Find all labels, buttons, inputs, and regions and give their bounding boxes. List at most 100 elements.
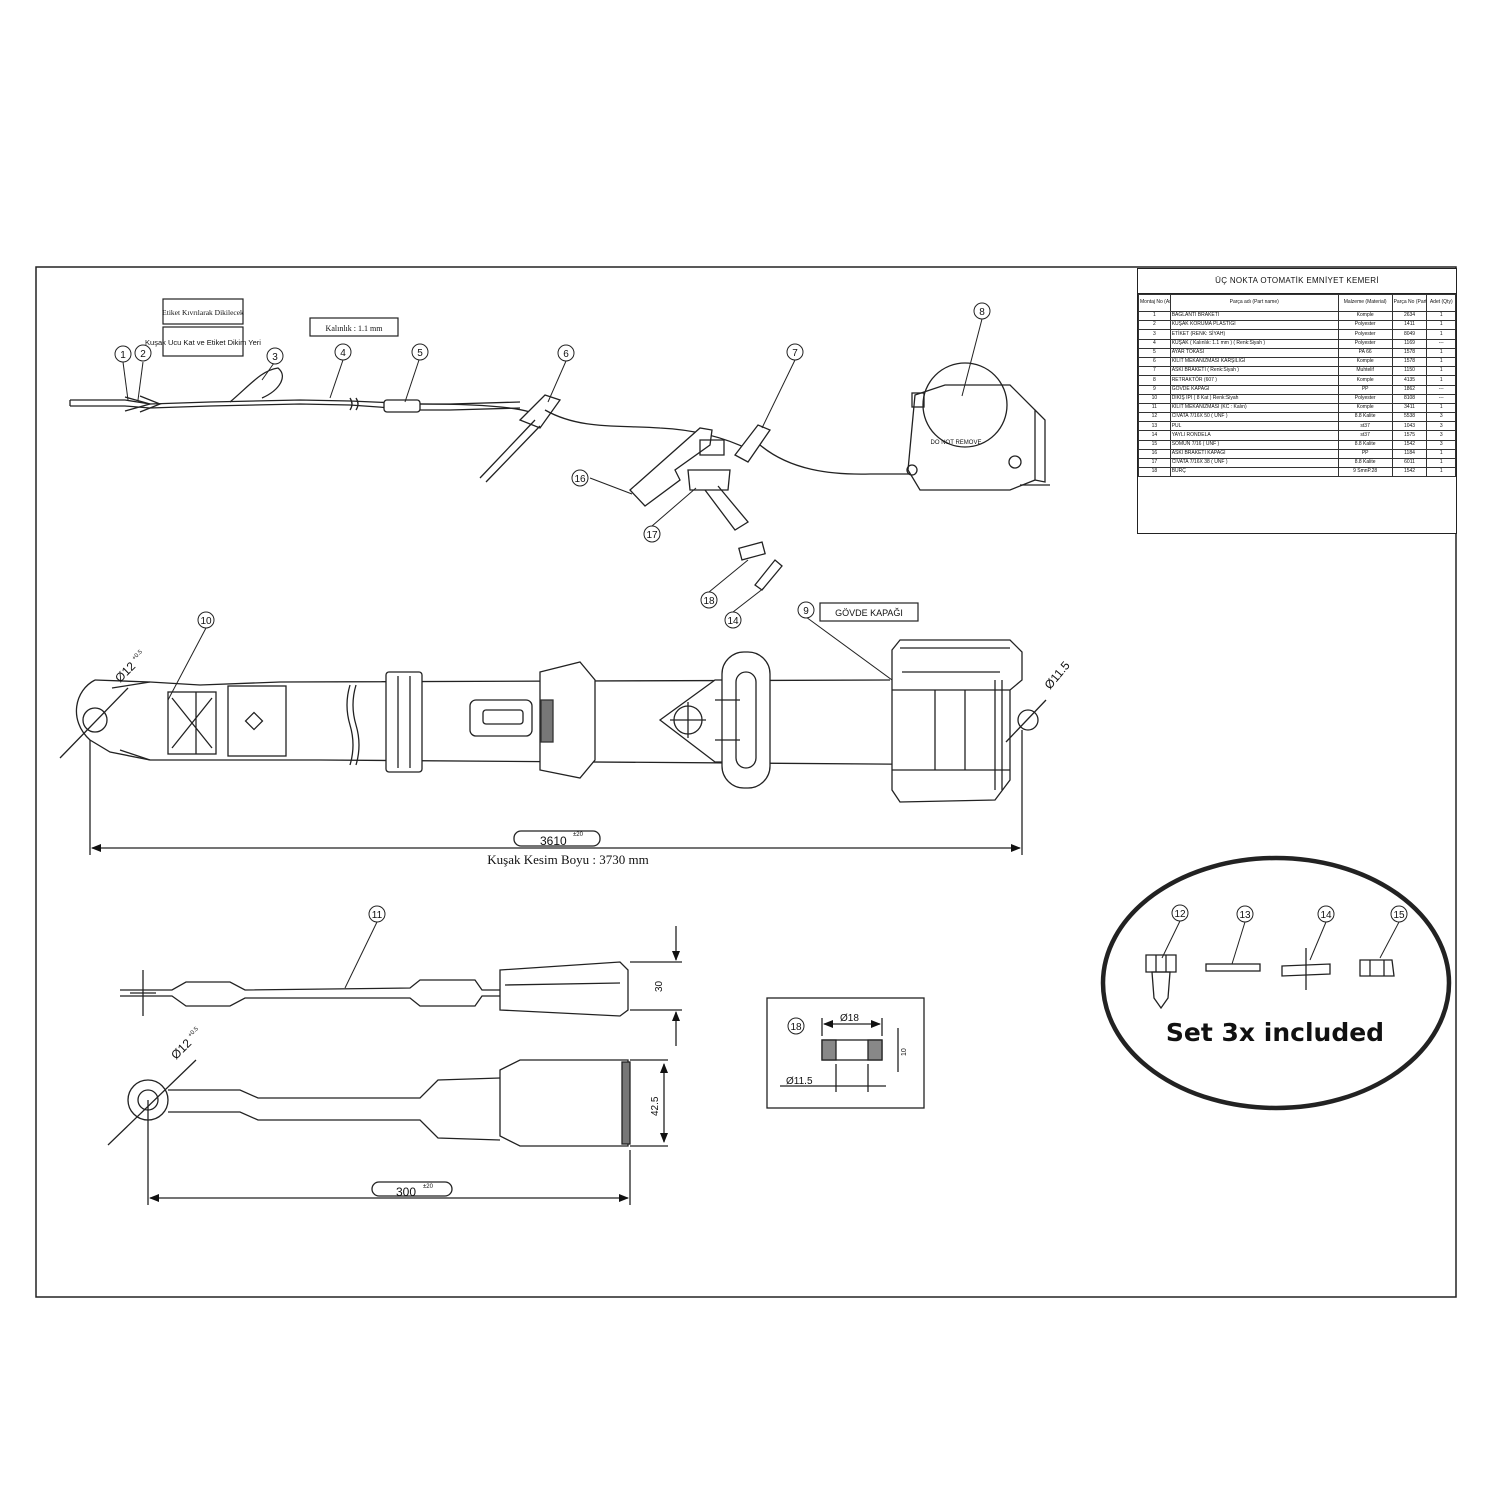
table-cell: 18 bbox=[1138, 467, 1171, 478]
table-cell: Komple bbox=[1337, 310, 1393, 322]
table-cell: 5538 bbox=[1391, 412, 1428, 423]
bom-title: ÜÇ NOKTA OTOMATİK EMNİYET KEMERİ bbox=[1138, 269, 1456, 294]
table-cell: 2634 bbox=[1391, 310, 1428, 322]
upper-webbing-assembly bbox=[69, 367, 921, 591]
table-cell: PP bbox=[1337, 448, 1393, 460]
table-cell: 2 bbox=[1138, 320, 1171, 331]
drawing-frame bbox=[35, 266, 1457, 1298]
table-cell: 1542 bbox=[1391, 439, 1428, 450]
table-cell: 14 bbox=[1138, 430, 1171, 441]
balloon-18: 18 bbox=[700, 591, 718, 609]
table-cell: 1 bbox=[1426, 457, 1456, 469]
dim-hole-left-tol: +0.5 bbox=[131, 649, 144, 662]
table-cell: 15 bbox=[1138, 439, 1171, 450]
hardware-set-callout bbox=[1100, 855, 1452, 1111]
svg-text:8: 8 bbox=[979, 307, 985, 318]
svg-text:6: 6 bbox=[563, 349, 569, 360]
table-cell: Polyester bbox=[1337, 320, 1393, 331]
balloon-16: 16 bbox=[571, 469, 589, 487]
dim-buckle-hole-tol: +0.5 bbox=[187, 1026, 200, 1039]
table-cell: st37 bbox=[1337, 430, 1393, 441]
bom-table: Montaj No (Ass.No.) Parça adı (Part name… bbox=[1138, 294, 1456, 478]
table-cell: PA 66 bbox=[1337, 347, 1393, 358]
table-cell: RETRAKTÖR (607 ) bbox=[1169, 375, 1339, 386]
balloon-17: 17 bbox=[643, 525, 661, 543]
table-cell: 1578 bbox=[1391, 356, 1428, 368]
note-cover: GÖVDE KAPAĞI bbox=[835, 608, 903, 618]
table-cell: 1150 bbox=[1391, 366, 1428, 377]
svg-text:16: 16 bbox=[574, 474, 586, 485]
table-cell: 9 SmnP.28 bbox=[1337, 467, 1393, 478]
table-cell: 1 bbox=[1426, 402, 1456, 414]
table-cell: 8.8 Kalite bbox=[1337, 457, 1393, 469]
table-cell: 8049 bbox=[1391, 329, 1428, 340]
table-cell: CIVATA 7/16X 38 ( UNF ) bbox=[1169, 457, 1339, 469]
dim-buckle-width: 42.5 bbox=[650, 1096, 661, 1116]
table-cell: 1 bbox=[1426, 467, 1456, 478]
table-cell: --- bbox=[1426, 338, 1456, 349]
dim-buckle-hole: Ø12 bbox=[168, 1036, 194, 1062]
table-cell: 13 bbox=[1138, 421, 1171, 432]
table-cell: 1 bbox=[1138, 310, 1171, 322]
table-cell: ASKI BRAKETİ KAPAĞI bbox=[1169, 448, 1339, 460]
note-webbing-end: Kuşak Ucu Kat ve Etiket Dikim Yeri bbox=[145, 338, 261, 347]
table-cell: KİLİT MEKANİZMASI (KC : Kalın) bbox=[1169, 402, 1339, 414]
notes: Etiket Kıvrılarak Dikilecek Kuşak Ucu Ka… bbox=[145, 308, 981, 867]
balloon-9: 9 bbox=[797, 601, 815, 619]
table-cell: 5 bbox=[1138, 347, 1171, 358]
bom-header-no: Montaj No (Ass.No.) bbox=[1138, 294, 1171, 312]
table-cell: SOMUN 7/16 ( UNF ) bbox=[1169, 439, 1339, 450]
balloon-10: 10 bbox=[197, 611, 215, 629]
bom-header-partno: Parça No (Part No.) bbox=[1391, 294, 1428, 312]
table-cell: KUŞAK ( Kalınlık: 1.1 mm ) ( Renk:Siyah … bbox=[1169, 338, 1339, 349]
bom-header-name: Parça adı (Part name) bbox=[1169, 294, 1339, 312]
bom-header-material: Malzeme (Material) bbox=[1337, 294, 1393, 312]
balloon-14: 14 bbox=[1317, 905, 1335, 923]
table-cell: 1 bbox=[1426, 347, 1456, 358]
balloon-3: 3 bbox=[266, 347, 284, 365]
dim-bush-outer: Ø18 bbox=[840, 1013, 859, 1024]
table-cell: PUL bbox=[1169, 421, 1339, 432]
table-cell: 6 bbox=[1138, 356, 1171, 368]
table-cell: KİLİT MEKANİZMASI KARŞILIĞI bbox=[1169, 356, 1339, 368]
table-cell: 7 bbox=[1138, 366, 1171, 377]
balloon-1: 1 bbox=[114, 345, 132, 363]
table-cell: BURÇ bbox=[1169, 467, 1339, 478]
table-cell: AYAR TOKASI bbox=[1169, 347, 1339, 358]
bom-header-row: Montaj No (Ass.No.) Parça adı (Part name… bbox=[1138, 294, 1456, 312]
table-cell: Polyester bbox=[1337, 338, 1393, 349]
bom-header-qty: Adet (Qty) bbox=[1426, 294, 1456, 312]
table-cell: DİKİŞ İPİ ( 8 Kat ) Renk:Siyah bbox=[1169, 393, 1339, 404]
table-cell: KUŞAK KORUMA PLASTİĞİ bbox=[1169, 320, 1339, 331]
svg-text:14: 14 bbox=[1320, 910, 1332, 921]
balloon-2: 2 bbox=[134, 344, 152, 362]
set-included-label: Set 3x included bbox=[1165, 1018, 1385, 1047]
svg-text:1: 1 bbox=[120, 350, 126, 361]
table-cell: 3 bbox=[1426, 439, 1456, 450]
table-cell: 1 bbox=[1426, 310, 1456, 322]
table-cell: 4135 bbox=[1391, 375, 1428, 386]
table-cell: st37 bbox=[1337, 421, 1393, 432]
bush-detail bbox=[766, 997, 925, 1109]
note-do-not-remove: DO NOT REMOVE bbox=[931, 440, 982, 446]
table-cell: 1578 bbox=[1391, 347, 1428, 358]
dim-buckle-length-tol: ±20 bbox=[423, 1184, 434, 1190]
balloon-6: 6 bbox=[557, 344, 575, 362]
dim-bush-inner: Ø11.5 bbox=[786, 1076, 813, 1087]
table-cell: 1 bbox=[1426, 320, 1456, 331]
table-cell: 1 bbox=[1426, 448, 1456, 460]
table-cell: --- bbox=[1426, 393, 1456, 404]
svg-text:18: 18 bbox=[790, 1022, 802, 1033]
table-cell: 3411 bbox=[1391, 402, 1428, 414]
table-cell: Komple bbox=[1337, 375, 1393, 386]
